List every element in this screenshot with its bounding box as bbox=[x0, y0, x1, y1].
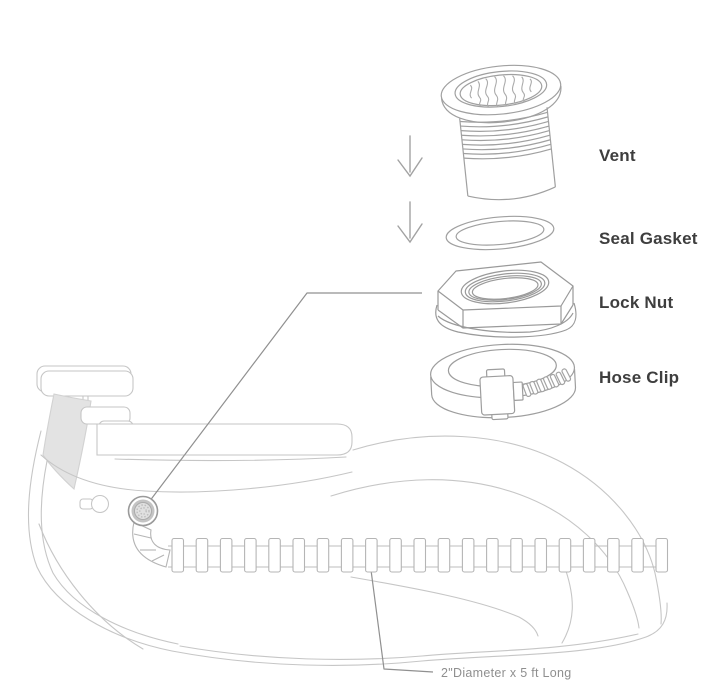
tub-illustration bbox=[27, 365, 668, 666]
vent-illustration bbox=[440, 64, 562, 201]
leader-lines bbox=[148, 292, 434, 673]
corrugated-hose bbox=[168, 537, 669, 573]
tub-pillow bbox=[36, 365, 134, 410]
lock-nut-illustration bbox=[435, 261, 577, 338]
hose-dimension-label: 2"Diameter x 5 ft Long bbox=[441, 666, 572, 680]
tub-shell-arc bbox=[352, 435, 662, 625]
vent-fitting bbox=[127, 495, 159, 527]
vent-label: Vent bbox=[599, 146, 636, 165]
vent-wave-slots bbox=[469, 75, 532, 107]
tub-hull-outline bbox=[27, 430, 668, 666]
tub-jet bbox=[79, 494, 110, 514]
hose-clip-housing bbox=[479, 368, 524, 421]
seal-gasket-illustration bbox=[445, 215, 555, 251]
hose-clip-label: Hose Clip bbox=[599, 368, 680, 387]
tub-rim-bar bbox=[96, 423, 353, 456]
seal-gasket-label: Seal Gasket bbox=[599, 229, 698, 248]
hose-clip-slots bbox=[522, 368, 572, 398]
down-arrow-icon bbox=[397, 201, 423, 244]
down-arrow-icon bbox=[397, 135, 423, 178]
lock-nut-label: Lock Nut bbox=[599, 293, 674, 312]
lock-nut-leader-line bbox=[148, 292, 422, 503]
hose-leader-line bbox=[370, 569, 434, 673]
hose-clip-illustration bbox=[430, 343, 577, 421]
hose-elbow bbox=[132, 521, 171, 568]
